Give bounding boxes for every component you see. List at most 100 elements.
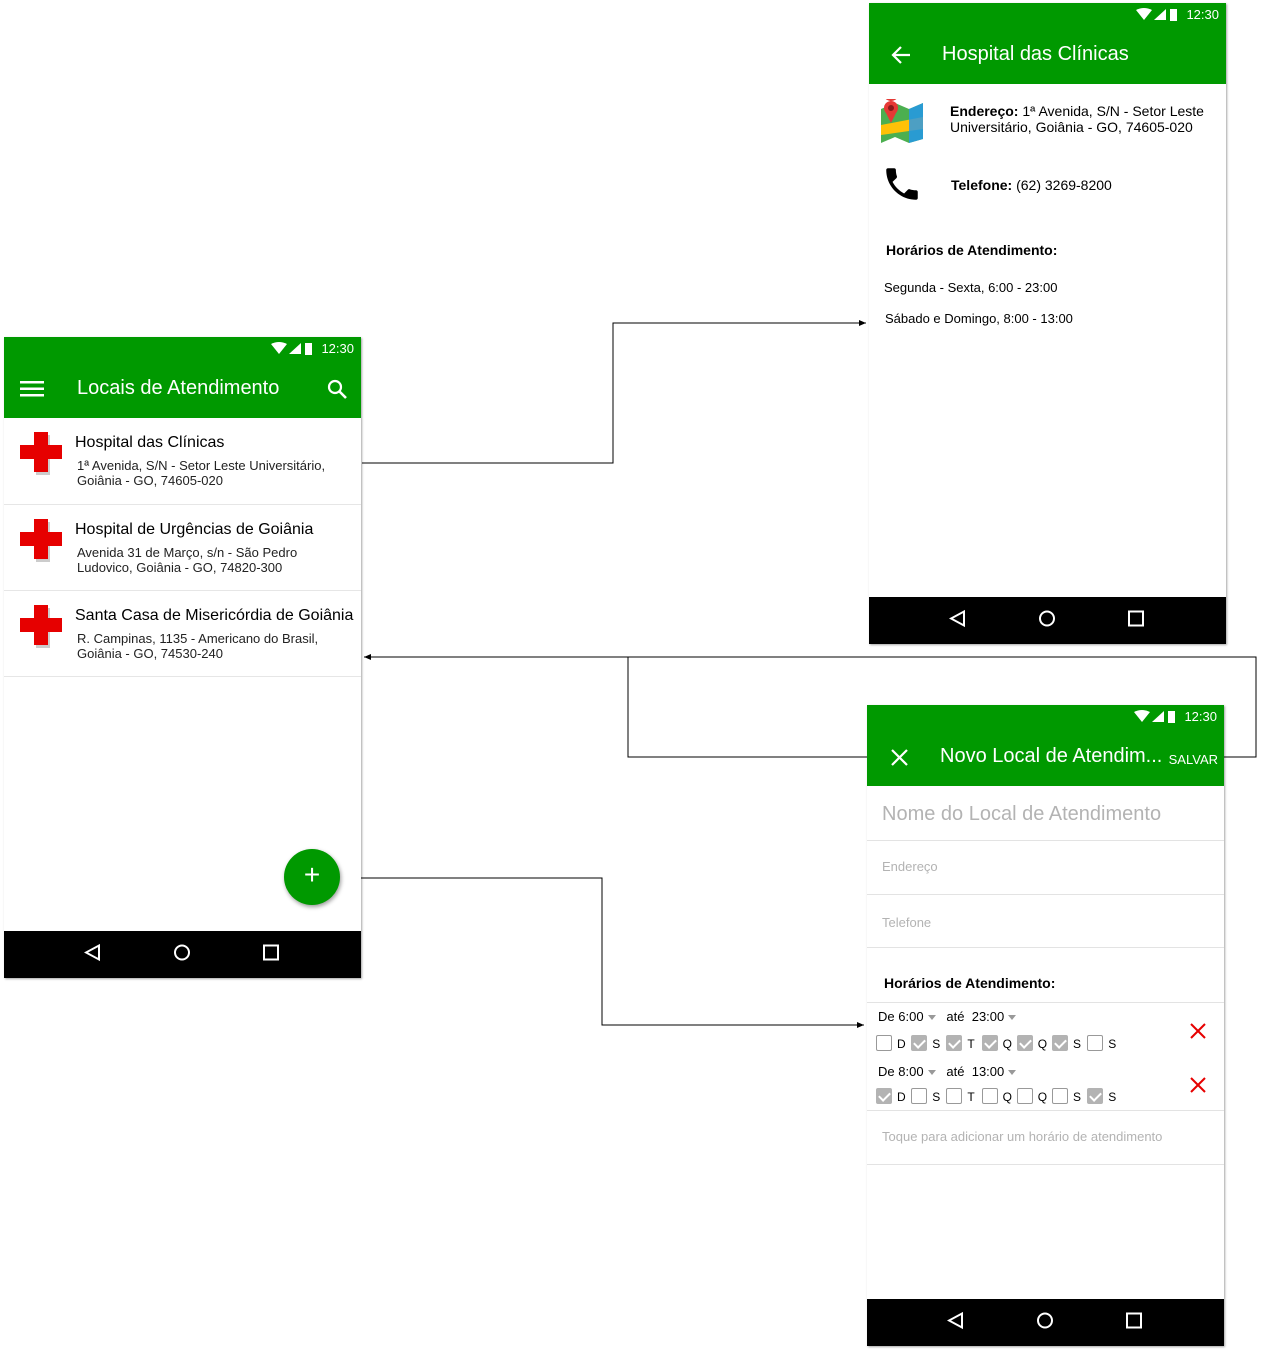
red-cross-icon <box>20 432 64 481</box>
phone-field[interactable]: Telefone <box>867 895 1224 948</box>
hours-line: Sábado e Domingo, 8:00 - 13:00 <box>885 311 1073 326</box>
address-label: Endereço: <box>950 103 1019 119</box>
nav-recents-icon[interactable] <box>1125 1311 1143 1334</box>
day-checkbox-label: D <box>897 1037 906 1051</box>
system-nav-bar <box>4 931 361 978</box>
back-arrow-icon[interactable] <box>891 45 911 70</box>
hamburger-menu-icon[interactable] <box>20 379 44 404</box>
list-item-title: Hospital de Urgências de Goiânia <box>75 521 314 538</box>
hours-title: Horários de Atendimento: <box>886 242 1058 258</box>
signal-battery-icon <box>1134 710 1178 729</box>
status-time: 12:30 <box>1186 7 1219 22</box>
day-checkbox-label: S <box>1073 1090 1082 1104</box>
to-label: até <box>946 1009 965 1024</box>
dropdown-arrow-icon[interactable] <box>1008 1015 1017 1021</box>
system-nav-bar <box>869 597 1226 644</box>
page-title: Locais de Atendimento <box>77 377 280 399</box>
day-checkbox-label: T <box>967 1090 975 1104</box>
address-field[interactable]: Endereço <box>867 841 1224 895</box>
list-item[interactable]: Hospital das Clínicas 1ª Avenida, S/N - … <box>4 418 361 505</box>
location-name-placeholder: Nome do Local de Atendimento <box>882 803 1162 825</box>
nav-home-icon[interactable] <box>1036 1311 1054 1334</box>
dropdown-arrow-icon[interactable] <box>927 1015 936 1021</box>
to-time-select[interactable]: 13:00 <box>971 1064 1005 1079</box>
day-checkbox[interactable] <box>876 1088 892 1104</box>
add-location-fab[interactable]: + <box>284 849 340 905</box>
add-schedule-row[interactable]: Toque para adicionar um horário de atend… <box>867 1111 1224 1165</box>
day-checkbox[interactable] <box>1087 1088 1104 1104</box>
plus-icon: + <box>303 859 321 890</box>
nav-recents-icon[interactable] <box>262 943 280 966</box>
day-checkbox[interactable] <box>1087 1035 1104 1051</box>
list-screen: 12:30 Locais de Atendimento Hospital das… <box>4 337 361 978</box>
list-item[interactable]: Santa Casa de Misericórdia de Goiânia R.… <box>4 591 361 677</box>
day-checkbox-label: Q <box>1002 1090 1012 1104</box>
nav-home-icon[interactable] <box>173 943 191 966</box>
address-value: 1ª Avenida, S/N - Setor Leste Universitá… <box>950 103 1204 135</box>
app-bar: Hospital das Clínicas <box>869 27 1226 84</box>
day-checkbox[interactable] <box>1016 1035 1033 1051</box>
new-location-screen: 12:30 Novo Local de Atendim... SALVAR No… <box>867 705 1224 1346</box>
list-item-address: Avenida 31 de Março, s/n - São Pedro Lud… <box>77 545 298 575</box>
day-checkbox-label: S <box>932 1090 941 1104</box>
day-checkbox[interactable] <box>981 1088 998 1104</box>
list-item[interactable]: Hospital de Urgências de Goiânia Avenida… <box>4 505 361 591</box>
day-checkbox[interactable] <box>1016 1088 1033 1104</box>
from-time-select[interactable]: 8:00 <box>898 1064 924 1079</box>
list-item-title: Santa Casa de Misericórdia de Goiânia <box>75 607 354 624</box>
app-bar: Novo Local de Atendim... SALVAR <box>867 729 1224 786</box>
address-detail: Endereço: 1ª Avenida, S/N - Setor Leste … <box>950 103 1220 135</box>
day-checkbox[interactable] <box>876 1035 892 1051</box>
day-checkbox[interactable] <box>946 1088 963 1104</box>
delete-schedule-icon[interactable] <box>1189 1022 1207 1045</box>
close-icon[interactable] <box>891 749 908 771</box>
signal-battery-icon <box>1136 8 1180 27</box>
day-checkbox-label: T <box>967 1037 975 1051</box>
dropdown-arrow-icon[interactable] <box>927 1070 936 1076</box>
system-nav-bar <box>867 1299 1224 1346</box>
phone-icon <box>881 163 923 210</box>
connector-new-close-to-list <box>364 654 888 758</box>
day-checkbox-label: S <box>932 1037 941 1051</box>
map-icon <box>881 85 923 148</box>
red-cross-icon <box>20 605 64 654</box>
day-checkbox[interactable] <box>981 1035 998 1051</box>
day-checkbox-label: S <box>1108 1037 1117 1051</box>
location-name-field[interactable]: Nome do Local de Atendimento <box>867 786 1224 841</box>
status-bar: 12:30 <box>867 705 1224 729</box>
status-time: 12:30 <box>1184 709 1217 724</box>
status-time: 12:30 <box>321 341 354 356</box>
nav-home-icon[interactable] <box>1038 609 1056 632</box>
to-time-select[interactable]: 23:00 <box>971 1009 1005 1024</box>
phone-detail: Telefone: (62) 3269-8200 <box>951 177 1112 193</box>
dropdown-arrow-icon[interactable] <box>1008 1070 1017 1076</box>
day-checkbox[interactable] <box>946 1035 963 1051</box>
day-checkbox-label: D <box>897 1090 906 1104</box>
delete-schedule-icon[interactable] <box>1189 1076 1207 1099</box>
nav-back-icon[interactable] <box>946 1311 965 1334</box>
from-label: De <box>878 1064 895 1079</box>
schedule-times: De 8:00 até 13:00 <box>878 1064 1017 1079</box>
from-label: De <box>878 1009 895 1024</box>
save-button[interactable]: SALVAR <box>1168 752 1218 767</box>
day-checkbox[interactable] <box>911 1035 928 1051</box>
nav-recents-icon[interactable] <box>1127 609 1145 632</box>
day-checkbox[interactable] <box>1052 1088 1068 1104</box>
schedule-times: De 6:00 até 23:00 <box>878 1009 1017 1024</box>
hours-line: Segunda - Sexta, 6:00 - 23:00 <box>884 280 1058 295</box>
search-icon[interactable] <box>327 379 347 404</box>
nav-back-icon[interactable] <box>948 609 967 632</box>
connector-fab-to-new <box>340 877 864 1028</box>
from-time-select[interactable]: 6:00 <box>898 1009 924 1024</box>
day-checkbox-label: Q <box>1037 1090 1048 1104</box>
day-checkbox[interactable] <box>911 1088 928 1104</box>
to-label: até <box>946 1064 965 1079</box>
address-placeholder: Endereço <box>882 859 938 874</box>
nav-back-icon[interactable] <box>83 943 102 966</box>
status-bar: 12:30 <box>869 3 1226 27</box>
day-checkbox[interactable] <box>1052 1035 1068 1051</box>
page-title: Novo Local de Atendim... <box>940 745 1163 767</box>
